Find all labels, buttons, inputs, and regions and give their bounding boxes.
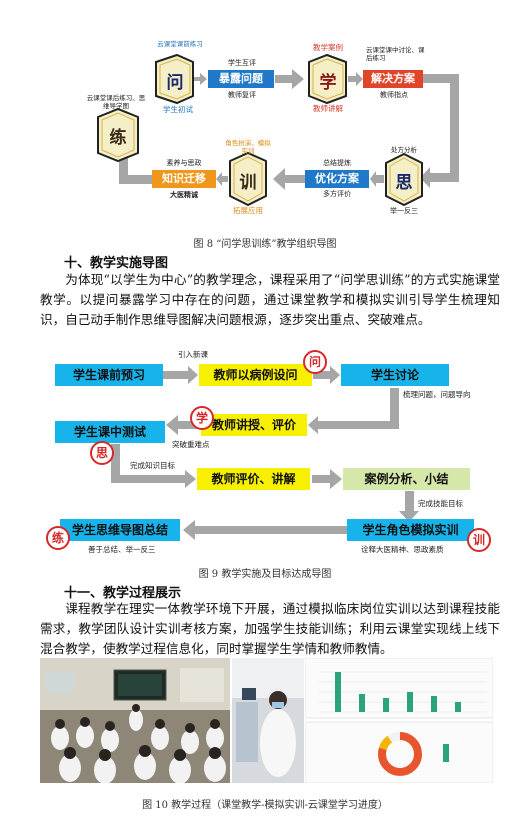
figure-10-caption: 图 10 教学过程（课堂教学-模拟实训-云课堂学习进度） <box>142 800 388 811</box>
figure-8-caption: 图 8 “问学思训练”教学组织导图 <box>193 239 337 250</box>
box-role-play: 学生角色模拟实训 <box>347 519 474 541</box>
box-teacher-lecture: 教师讲授、评价 <box>201 414 307 436</box>
box-student-test: 学生课中测试 <box>55 421 165 443</box>
wen-bottom-label: 学生初试 <box>163 105 193 114</box>
note-student-review: 学生互评 <box>228 59 256 67</box>
hex-lian-label: 练 <box>109 128 127 148</box>
training-photo <box>232 658 304 783</box>
hex-wen-label: 问 <box>166 73 184 93</box>
hex-xue-label: 学 <box>319 73 337 93</box>
box-case-summary: 案例分析、小结 <box>343 468 470 490</box>
mark-wen: 问 <box>303 350 327 374</box>
box-teacher-case: 教师以病例设问 <box>199 364 312 386</box>
mark-lian: 练 <box>46 526 70 550</box>
pill-knowledge-transfer: 知识迁移 <box>152 170 216 188</box>
note-keypoint: 突破重难点 <box>172 440 210 449</box>
note-cloud-discussion: 云课堂课中讨论、课后练习 <box>366 46 425 62</box>
note-knowledge-goal: 完成知识目标 <box>130 461 175 470</box>
note-dayi: 大医精诚 <box>170 191 198 199</box>
xun-bottom-label: 拓展应用 <box>233 206 263 215</box>
box-mindmap-summary: 学生思维导图总结 <box>60 519 180 541</box>
hex-lian <box>97 107 139 163</box>
si-bottom-label: 举一反三 <box>390 207 418 215</box>
box-teacher-evaluate: 教师评价、讲解 <box>197 468 310 490</box>
xue-top-label: 教学案例 <box>313 43 343 52</box>
pill-optimize: 优化方案 <box>305 170 369 188</box>
box-student-discuss: 学生讨论 <box>341 364 449 386</box>
section-10-paragraph: 为体现“以学生为中心”的教学理念，课程采用了“问学思训练”的方式实施课堂教学。以… <box>40 272 500 327</box>
section-10-heading: 十、教学实施导图 <box>64 256 169 271</box>
note-summarize: 善于总结、举一反三 <box>88 545 156 554</box>
note-teacher-review: 教师复评 <box>228 91 256 99</box>
lian-side-label: 云课堂课后练习、思维导学图 <box>86 94 146 110</box>
pill-expose-problem: 暴露问题 <box>208 70 274 88</box>
hex-si-label: 思 <box>395 173 413 193</box>
hex-xun-label: 训 <box>239 173 257 193</box>
xun-top-label: 角色扮演、模拟实训 <box>225 139 271 155</box>
figure-8-graphics <box>97 53 459 207</box>
box-student-preview: 学生课前预习 <box>55 364 163 386</box>
xue-bottom-label: 教师讲解 <box>313 104 343 113</box>
si-top-label: 处方分析 <box>391 146 417 154</box>
note-multi-eval: 多方评价 <box>323 190 351 198</box>
note-spirit: 诠释大医精神、思政素质 <box>361 545 444 554</box>
note-teacher-guidance: 教师指点 <box>380 91 408 99</box>
note-sort-problem: 梳理问题，问题导向 <box>403 390 471 399</box>
mark-xun: 训 <box>467 528 491 552</box>
figure-9-caption: 图 9 教学实施及目标达成导图 <box>198 569 332 580</box>
section-11-heading: 十一、教学过程展示 <box>64 586 182 601</box>
note-intro: 引入新课 <box>178 350 208 359</box>
pill-solution: 解决方案 <box>363 70 423 88</box>
mark-si: 思 <box>90 441 114 465</box>
note-summary: 总结提炼 <box>323 159 351 167</box>
hex-xue <box>308 53 347 105</box>
section-11-paragraph: 课程教学在理实一体教学环境下开展，通过模拟临床岗位实训以达到课程技能需求，教学团… <box>40 601 500 656</box>
hex-wen <box>155 53 194 105</box>
classroom-photo <box>40 658 230 783</box>
cloud-stats-screenshot <box>305 658 493 783</box>
mark-xue: 学 <box>190 406 214 430</box>
note-literacy: 素养与思政 <box>166 159 202 167</box>
note-skill-goal: 完成技能目标 <box>418 499 463 508</box>
wen-top-label: 云课堂课前练习 <box>157 40 203 48</box>
figure-9-graphics <box>111 366 419 540</box>
hex-si <box>385 152 423 207</box>
hex-xun <box>229 151 267 207</box>
